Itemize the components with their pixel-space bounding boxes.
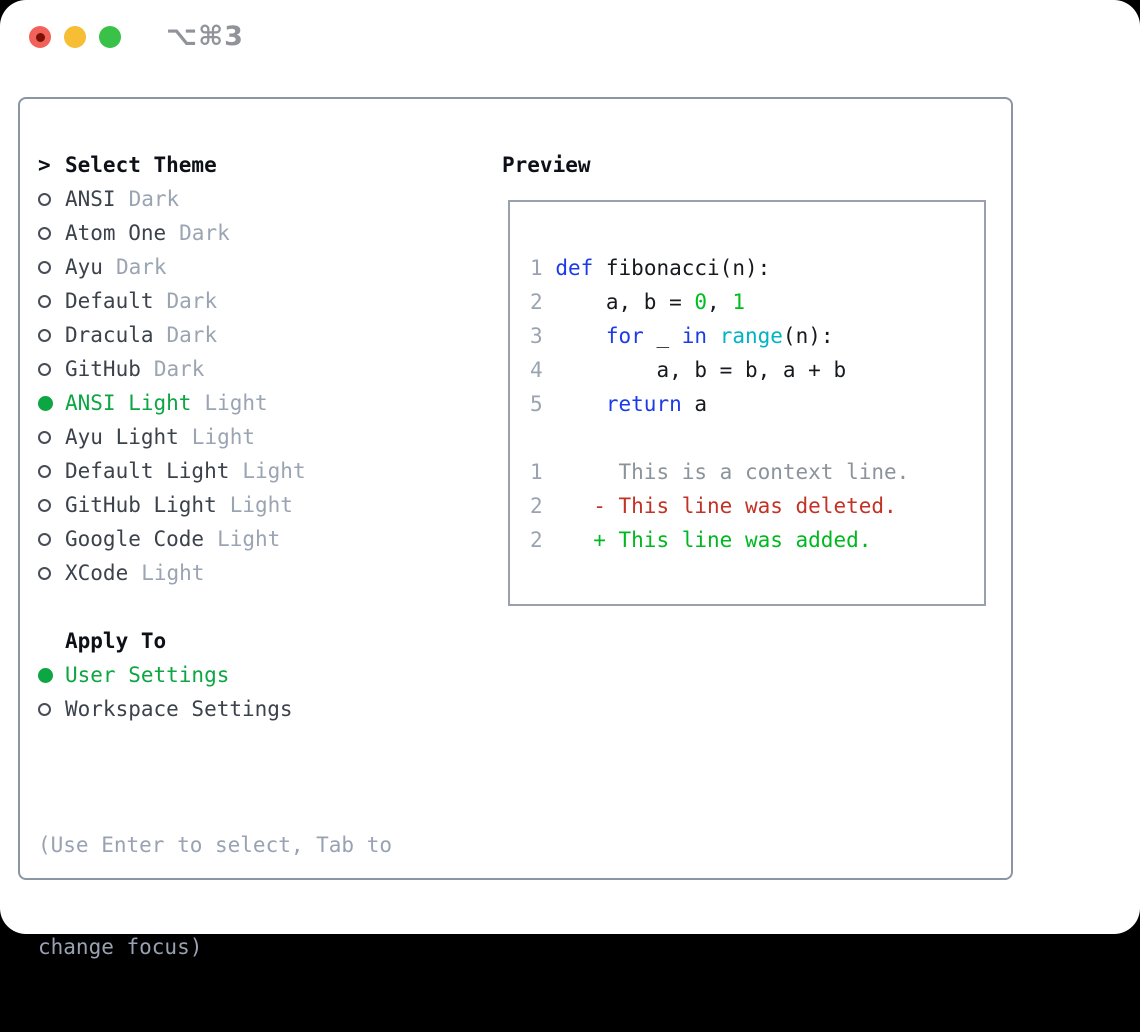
theme-option-default-dark[interactable]: Default Dark — [38, 284, 392, 318]
radio-unselected-icon — [38, 226, 51, 240]
code-line-1: 1 def fibonacci(n): — [530, 256, 771, 280]
variant-badge: Light — [217, 527, 281, 551]
radio-unselected-icon — [38, 260, 51, 274]
keyboard-hint: (Use Enter to select, Tab to change focu… — [38, 760, 392, 1032]
radio-unselected-icon — [38, 532, 51, 546]
radio-unselected-icon — [38, 464, 51, 478]
theme-option-atom-one-dark[interactable]: Atom One Dark — [38, 216, 392, 250]
variant-badge: Dark — [128, 187, 180, 211]
apply-to-header: Apply To — [38, 624, 392, 658]
diff-deleted-line: 2 - This line was deleted. — [530, 494, 897, 518]
radio-unselected-icon — [38, 498, 51, 512]
apply-to-title: Apply To — [65, 629, 167, 653]
variant-badge: Light — [204, 391, 268, 415]
radio-unselected-icon — [38, 294, 51, 308]
window: ⌥⌘3 > Select Theme ANSI Dark Atom One Da… — [0, 0, 1140, 959]
minimize-button[interactable] — [64, 26, 86, 48]
code-line-4: 4 a, b = b, a + b — [530, 358, 847, 382]
variant-badge: Dark — [153, 357, 205, 381]
radio-unselected-icon — [38, 566, 51, 580]
diff-context-line: 1 This is a context line. — [530, 460, 910, 484]
radio-unselected-icon — [38, 430, 51, 444]
variant-badge: Dark — [166, 289, 218, 313]
apply-to-option-workspace-settings[interactable]: Workspace Settings — [38, 692, 392, 726]
radio-selected-icon — [38, 395, 53, 411]
preview-title: Preview — [502, 153, 591, 177]
select-theme-title: Select Theme — [65, 153, 217, 177]
variant-badge: Dark — [166, 323, 218, 347]
close-button[interactable] — [29, 26, 51, 48]
titlebar: ⌥⌘3 — [0, 0, 1140, 74]
unsaved-dot-icon — [35, 32, 45, 42]
focus-caret-icon: > — [38, 153, 51, 177]
blank-line — [530, 421, 984, 455]
variant-badge: Light — [141, 561, 205, 585]
variant-badge: Dark — [115, 255, 167, 279]
theme-option-google-code-light[interactable]: Google Code Light — [38, 522, 392, 556]
window-title: ⌥⌘3 — [166, 21, 244, 52]
code-line-2: 2 a, b = 0, 1 — [530, 290, 745, 314]
keyboard-hint-line1: (Use Enter to select, Tab to — [38, 833, 393, 857]
radio-unselected-icon — [38, 328, 51, 342]
variant-badge: Light — [242, 459, 306, 483]
theme-option-dracula-dark[interactable]: Dracula Dark — [38, 318, 392, 352]
theme-option-ansi-light[interactable]: ANSI Light Light — [38, 386, 392, 420]
variant-badge: Light — [191, 425, 256, 449]
keyboard-hint-line2: change focus) — [38, 935, 203, 959]
theme-option-ansi-dark[interactable]: ANSI Dark — [38, 182, 392, 216]
theme-option-default-light[interactable]: Default Light Light — [38, 454, 392, 488]
theme-option-github-light[interactable]: GitHub Light Light — [38, 488, 392, 522]
radio-unselected-icon — [38, 192, 51, 206]
theme-option-ayu-light[interactable]: Ayu Light Light — [38, 420, 392, 454]
preview-panel: 1 def fibonacci(n): 2 a, b = 0, 1 3 for … — [508, 200, 986, 606]
theme-option-ayu-dark[interactable]: Ayu Dark — [38, 250, 392, 284]
zoom-button[interactable] — [99, 26, 121, 48]
theme-option-github-dark[interactable]: GitHub Dark — [38, 352, 392, 386]
radio-selected-icon — [38, 667, 53, 683]
radio-unselected-icon — [38, 702, 51, 716]
theme-option-xcode-light[interactable]: XCode Light — [38, 556, 392, 590]
apply-to-option-user-settings[interactable]: User Settings — [38, 658, 392, 692]
diff-added-line: 2 + This line was added. — [530, 528, 872, 552]
select-theme-header: > Select Theme — [38, 148, 392, 182]
code-line-5: 5 return a — [530, 392, 708, 416]
theme-picker-panel: > Select Theme ANSI Dark Atom One Dark A… — [18, 97, 1013, 959]
variant-badge: Dark — [179, 221, 230, 245]
code-line-3: 3 for _ in range(n): — [530, 324, 834, 348]
preview-header: Preview — [502, 148, 591, 182]
theme-list: > Select Theme ANSI Dark Atom One Dark A… — [38, 148, 392, 1032]
variant-badge: Light — [229, 493, 293, 517]
radio-unselected-icon — [38, 362, 51, 376]
